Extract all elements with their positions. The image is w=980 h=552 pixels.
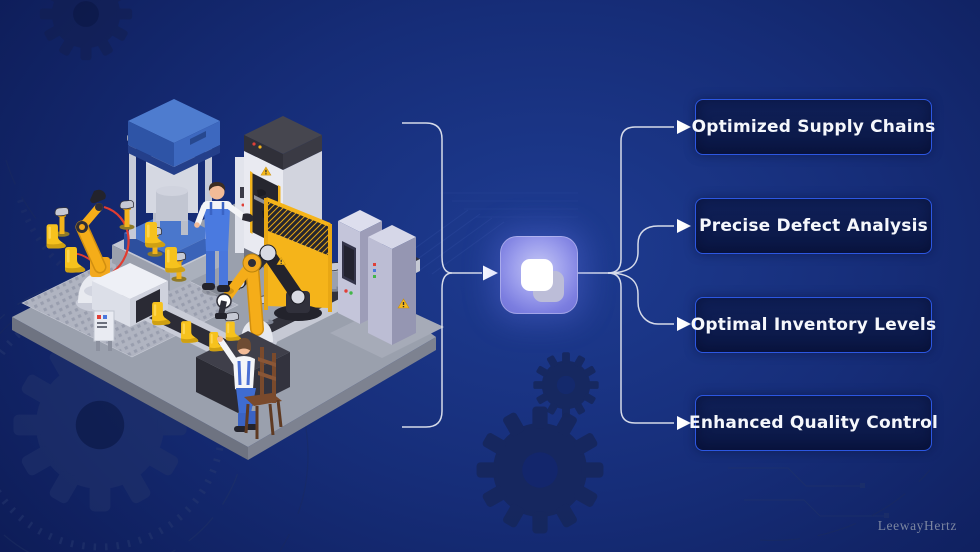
arrow-box4-icon <box>677 416 691 430</box>
seated-worker <box>217 336 283 439</box>
bracket-top-line <box>402 122 482 274</box>
outcome-box-optimal-inventory-levels: Optimal Inventory Levels <box>691 297 936 353</box>
outcome-label: Precise Defect Analysis <box>699 216 928 236</box>
layered-squares-icon <box>521 259 553 291</box>
branch-4 <box>607 272 674 424</box>
robot-arm-center <box>215 253 277 349</box>
circuit-traces <box>395 192 578 275</box>
outcome-box-enhanced-quality-control: Enhanced Quality Control <box>689 395 938 451</box>
outcome-box-precise-defect-analysis: Precise Defect Analysis <box>695 198 932 254</box>
hub-node <box>500 236 578 314</box>
arrowheads <box>483 120 691 430</box>
arrow-into-hub-icon <box>483 265 498 281</box>
arrow-box2-icon <box>677 219 691 233</box>
bracket-bottom-line <box>402 272 453 428</box>
outcome-label: Optimal Inventory Levels <box>690 315 937 335</box>
standing-worker <box>194 182 254 296</box>
press-machine <box>112 99 228 291</box>
monitoring-cabinets <box>276 210 444 358</box>
outcome-box-optimized-supply-chains: Optimized Supply Chains <box>692 99 935 155</box>
brand-watermark: LeewayHertz <box>877 518 957 533</box>
outcome-label: Optimized Supply Chains <box>691 117 936 137</box>
arrow-box3-icon <box>677 317 691 331</box>
branch-2 <box>607 225 674 274</box>
branch-3 <box>607 272 674 325</box>
outcome-label: Enhanced Quality Control <box>689 413 938 433</box>
factory-illustration <box>12 99 444 460</box>
chair <box>244 347 283 439</box>
circuit-traces <box>728 467 931 541</box>
arrow-box1-icon <box>677 120 691 134</box>
branch-1 <box>607 126 674 274</box>
